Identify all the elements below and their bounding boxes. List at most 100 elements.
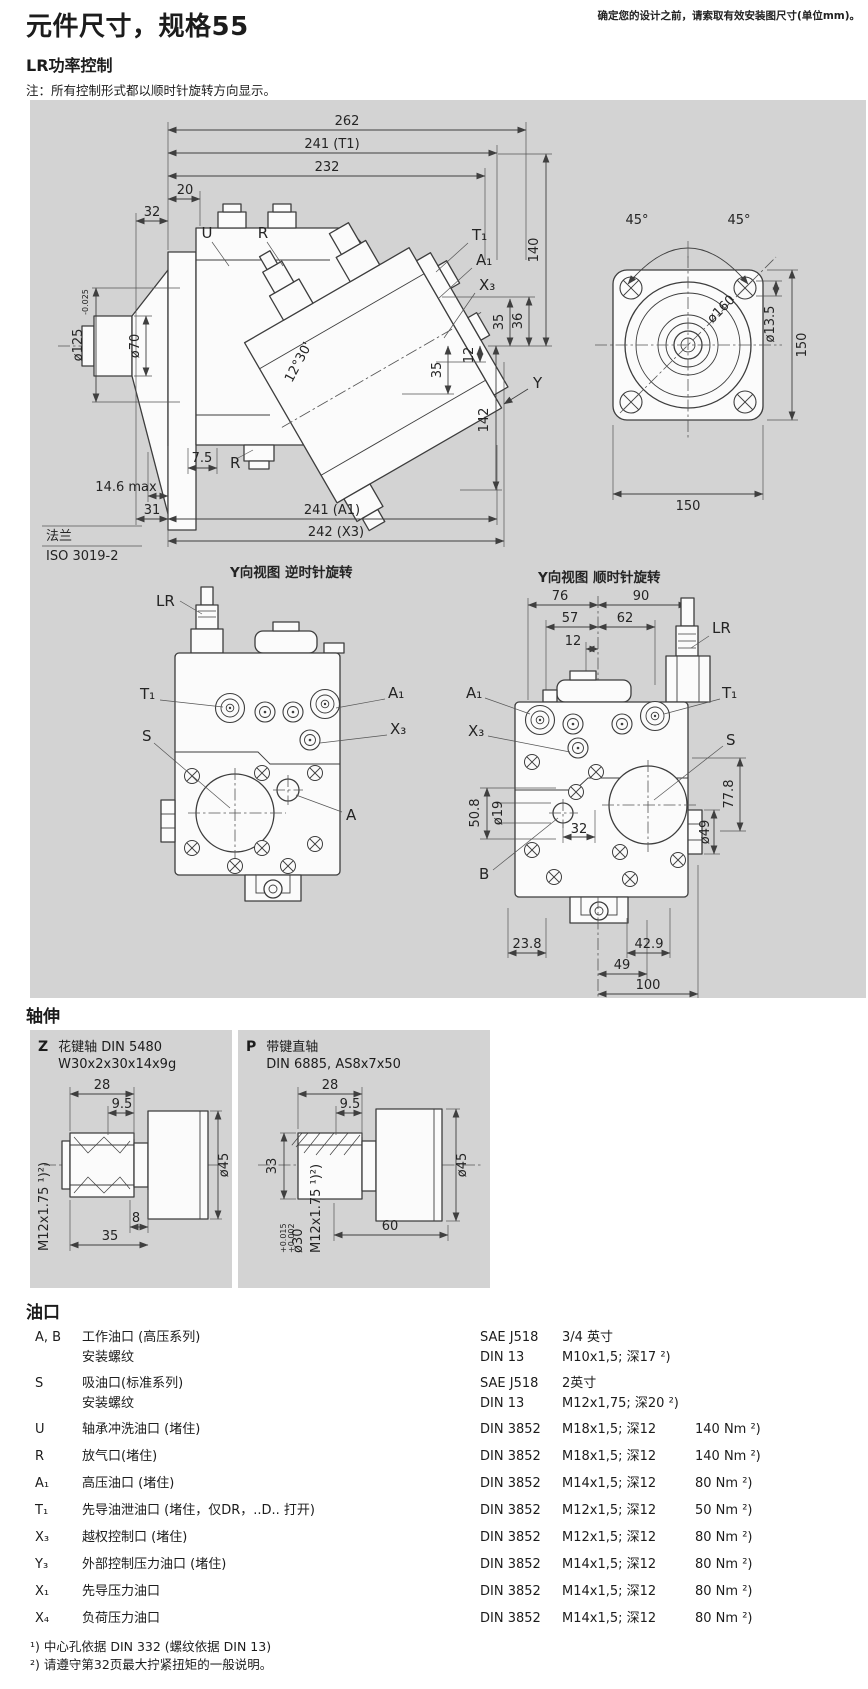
control-subtitle: LR功率控制: [26, 56, 113, 75]
shaft-z-line1: 花键轴 DIN 5480: [58, 1040, 163, 1055]
port-label-lr-ccw: LR: [156, 592, 175, 610]
dim-150-bottom: 150: [676, 499, 701, 514]
port-desc: 先导油泄油口 (堵住，仅DR，..D.. 打开): [82, 1503, 315, 1518]
y-view-ccw-drawing: Y向视图 逆时针旋转: [139, 564, 406, 902]
dim-23-8: 23.8: [513, 937, 542, 952]
port-size: M14x1,5; 深12: [562, 1557, 657, 1572]
shaft-section-heading: 轴伸: [26, 1007, 60, 1027]
port-label-x3-ccw: X₃: [390, 720, 406, 738]
dim-14-6-max: 14.6 max: [95, 480, 157, 495]
y-view-cw-drawing: Y向视图 顺时针旋转 76 90 57 62 12: [466, 569, 746, 998]
footnotes: ¹) 中心孔依据 DIN 332 (螺纹依据 DIN 13) ²) 请遵守第32…: [30, 1638, 272, 1674]
port-desc: 越权控制口 (堵住): [82, 1530, 188, 1545]
dim-49-circle: ø49: [698, 820, 713, 845]
port-size: M14x1,5; 深12: [562, 1611, 657, 1626]
port-size: M18x1,5; 深12: [562, 1422, 657, 1437]
dim-12: 12: [462, 347, 477, 364]
port-size: M12x1,5; 深12: [562, 1503, 657, 1518]
port-torque: 80 Nm ²): [695, 1611, 753, 1626]
side-view-drawing: 262 241 (T1) 232 20 32 U R ø125 -0.025 ø…: [42, 114, 552, 564]
port-torque: 80 Nm ²): [695, 1476, 753, 1491]
port-label-t1-ccw: T₁: [139, 685, 155, 703]
dim-35-upper: 35: [492, 314, 507, 331]
dim-z-28: 28: [94, 1078, 111, 1093]
port-code: T₁: [35, 1503, 49, 1518]
rotation-note: 注：所有控制形式都以顺时针旋转方向显示。: [26, 83, 277, 98]
dim-p-33: 33: [265, 1158, 280, 1175]
dim-232: 232: [315, 160, 340, 175]
dim-z-8: 8: [132, 1211, 140, 1226]
dim-z-35: 35: [102, 1229, 119, 1244]
port-row-x3: X₃ 越权控制口 (堵住) DIN 3852 M12x1,5; 深12 80 N…: [35, 1528, 841, 1555]
port-label-u: U: [202, 224, 213, 242]
port-label-s-cw: S: [726, 731, 736, 749]
shaft-z-drawing: 28 9.5 ø45 M12x1.75 ¹)²) 8 35: [37, 1078, 232, 1251]
port-code: Y₃: [35, 1557, 49, 1572]
port-code: U: [35, 1422, 45, 1437]
port-label-a1: A₁: [476, 251, 492, 269]
port-row-x4: X₄ 负荷压力油口 DIN 3852 M14x1,5; 深12 80 Nm ²): [35, 1609, 841, 1636]
shaft-p-panel: P 带键直轴 DIN 6885, AS8x7x50 28 9.5 33 ø45 …: [238, 1030, 490, 1288]
dim-p-thread: M12x1.75 ¹)²): [309, 1164, 324, 1253]
dim-p-30-tol-top: +0.015: [279, 1223, 288, 1253]
port-label-t1: T₁: [471, 226, 487, 244]
port-torque: 140 Nm ²): [695, 1449, 761, 1464]
view-direction-y: Y: [532, 374, 543, 392]
port-torque: 50 Nm ²): [695, 1503, 753, 1518]
port-code: X₁: [35, 1584, 50, 1599]
flange-standard: ISO 3019-2: [46, 549, 119, 564]
shaft-z-panel: Z 花键轴 DIN 5480 W30x2x30x14x9g 28 9.5 ø45…: [30, 1030, 232, 1288]
ports-section-heading: 油口: [26, 1303, 60, 1323]
dim-20: 20: [177, 183, 194, 198]
dim-262: 262: [335, 114, 360, 129]
dim-125-tolerance: -0.025: [81, 289, 90, 315]
dim-241-a1: 241 (A1): [304, 503, 360, 518]
dim-31: 31: [144, 503, 161, 518]
port-standard: DIN 3852: [480, 1476, 541, 1491]
port-standard: DIN 3852: [480, 1449, 541, 1464]
port-standard: DIN 3852: [480, 1584, 541, 1599]
dim-z-9-5: 9.5: [112, 1097, 133, 1112]
shaft-p-drawing: 28 9.5 33 ø45 ø30 +0.015 +0.002 M12x1.75…: [258, 1078, 483, 1253]
shaft-z-line2: W30x2x30x14x9g: [58, 1057, 177, 1072]
dim-77-8: 77.8: [722, 780, 737, 809]
dim-p-28: 28: [322, 1078, 339, 1093]
dim-p-45: ø45: [455, 1153, 470, 1178]
dim-76: 76: [552, 589, 569, 604]
dim-42-9: 42.9: [635, 937, 664, 952]
dim-242-x3: 242 (X3): [308, 525, 364, 540]
dimension-drawing-panel: 262 241 (T1) 232 20 32 U R ø125 -0.025 ø…: [30, 100, 866, 998]
shaft-z-code: Z: [38, 1039, 49, 1055]
dim-150-right: 150: [795, 333, 810, 358]
port-standard: DIN 3852: [480, 1611, 541, 1626]
port-code: X₄: [35, 1611, 50, 1626]
port-label-a1-ccw: A₁: [388, 684, 404, 702]
port-row-r: R 放气口(堵住) DIN 3852 M18x1,5; 深12 140 Nm ²…: [35, 1447, 841, 1474]
port-code: A₁: [35, 1476, 50, 1491]
port-label-a-ccw: A: [346, 806, 357, 824]
port-desc: 高压油口 (堵住): [82, 1476, 175, 1491]
port-code: X₃: [35, 1530, 50, 1545]
dim-p-9-5: 9.5: [340, 1097, 361, 1112]
dim-90: 90: [633, 589, 650, 604]
dim-140: 140: [527, 238, 542, 263]
dim-7-5: 7.5: [192, 451, 213, 466]
dim-35-lower: 35: [430, 362, 445, 379]
port-torque: 140 Nm ²): [695, 1422, 761, 1437]
dim-12-cw: 12: [565, 634, 582, 649]
port-size: M18x1,5; 深12: [562, 1449, 657, 1464]
dim-36: 36: [511, 313, 526, 330]
dim-z-thread: M12x1.75 ¹)²): [37, 1162, 52, 1251]
port-standard: DIN 3852: [480, 1530, 541, 1545]
port-standard: DIN 3852: [480, 1503, 541, 1518]
dim-45-left: 45°: [625, 213, 648, 228]
dim-p-60: 60: [382, 1219, 399, 1234]
footnote-1: ¹) 中心孔依据 DIN 332 (螺纹依据 DIN 13): [30, 1639, 272, 1654]
flange-label: 法兰: [46, 529, 72, 544]
dim-32: 32: [144, 205, 161, 220]
footnote-2: ²) 请遵守第32页最大拧紧扭矩的一般说明。: [30, 1657, 273, 1672]
port-label-s-ccw: S: [142, 727, 152, 745]
